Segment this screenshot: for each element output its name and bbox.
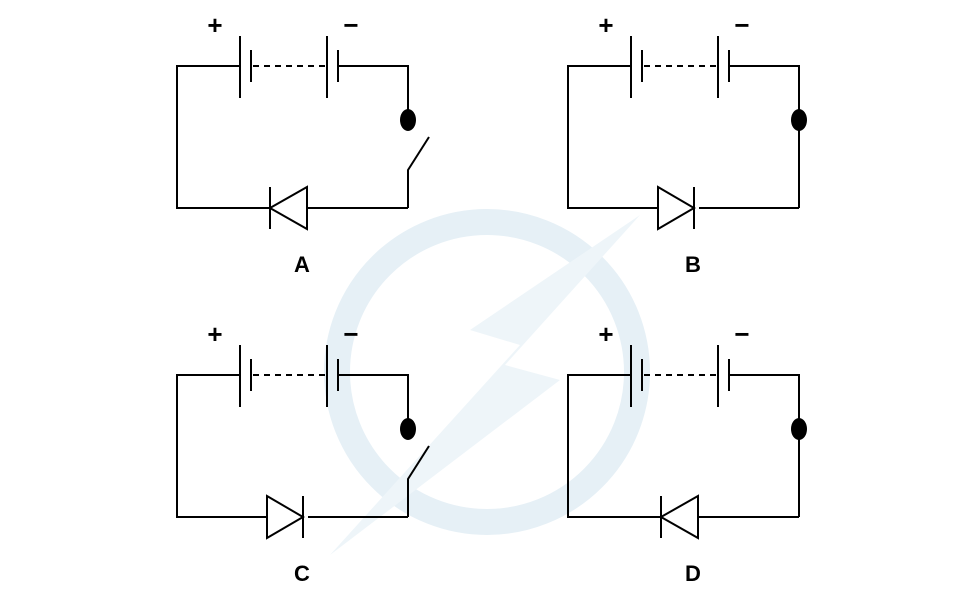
battery-plus-sign: + <box>598 319 613 349</box>
diode-right <box>266 494 305 540</box>
wire-top-right <box>729 374 800 429</box>
switch-contact <box>400 109 416 131</box>
wire-left <box>567 65 661 209</box>
watermark-logo <box>324 209 650 555</box>
diode-triangle <box>266 494 305 540</box>
battery-minus-sign: − <box>343 319 358 349</box>
battery-plus-sign: + <box>207 10 222 40</box>
diode-triangle <box>658 494 699 540</box>
circuit-c: + − C <box>176 319 430 586</box>
circuit-b: + − B <box>567 10 807 277</box>
battery-minus-sign: − <box>343 10 358 40</box>
diode-left <box>658 494 699 540</box>
battery-minus-sign: − <box>734 10 749 40</box>
circuit-label: B <box>685 252 701 277</box>
wire-top-right <box>338 374 409 429</box>
wire-top-right <box>729 65 800 120</box>
circuit-label: A <box>294 252 310 277</box>
circuit-label: C <box>294 561 310 586</box>
wire-top-right <box>338 65 409 120</box>
circuit-label: D <box>685 561 701 586</box>
wire-left <box>567 374 661 518</box>
diode-right <box>657 185 696 231</box>
wire-left <box>176 65 270 209</box>
battery-plus-sign: + <box>207 319 222 349</box>
diode-triangle <box>267 185 308 231</box>
switch-contact <box>400 418 416 440</box>
battery-plus-sign: + <box>598 10 613 40</box>
diode-triangle <box>657 185 696 231</box>
circuit-a: + − A <box>176 10 430 277</box>
switch-open-lever <box>407 136 430 208</box>
diode-left <box>267 185 308 231</box>
battery-minus-sign: − <box>734 319 749 349</box>
switch-open-lever <box>407 445 430 517</box>
circuit-d: + − D <box>567 319 807 586</box>
wire-left <box>176 374 270 518</box>
